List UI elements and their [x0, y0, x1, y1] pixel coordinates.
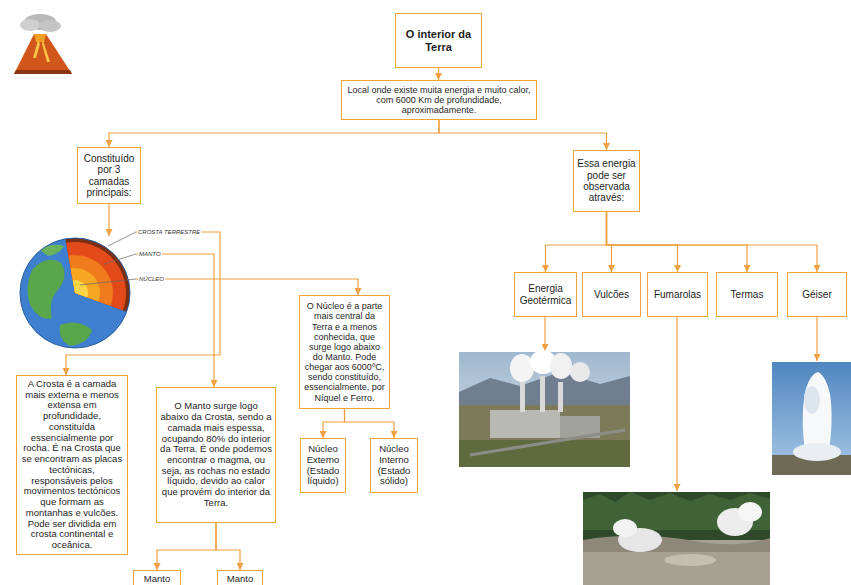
- earth-globe-part-part: [19, 237, 131, 349]
- photo-arrows-part: [544, 317, 545, 351]
- fumarole-photo-part: [583, 535, 770, 552]
- box-text: Local onde existe muita energia e muito …: [345, 85, 533, 115]
- energy-type-box: Vulcões: [582, 272, 641, 317]
- earth-globe-part: [60, 322, 92, 346]
- fumarole-photo-part: [613, 519, 637, 537]
- energy-type-box: Fumarolas: [647, 272, 708, 317]
- box-text: Constituído por 3 camadas principais:: [81, 153, 137, 198]
- geothermal-photo-part: [558, 382, 563, 412]
- geyser-photo-part: [793, 443, 841, 461]
- outer-core-box: Núcleo Externo (Estado líquido): [300, 438, 346, 493]
- earth-globe: [19, 237, 131, 349]
- volcano-icon-part: [39, 20, 61, 32]
- earth-globe-part: [20, 238, 130, 348]
- connector-arrow: [607, 212, 748, 272]
- volcano-icon-part: [33, 40, 40, 58]
- layer-label: MANTO: [138, 250, 162, 258]
- box-text: Energia Geotérmica: [518, 283, 573, 306]
- box-text: Manto: [137, 574, 177, 585]
- earth-globe-part: [40, 245, 64, 256]
- description-box: Local onde existe muita energia e muito …: [341, 80, 537, 120]
- box-text: Manto: [221, 574, 259, 585]
- fumarole-photo: [583, 492, 770, 585]
- geyser-photo-part: [804, 386, 820, 414]
- leader-lines-part: [104, 254, 136, 264]
- volcano-icon-part: [34, 34, 46, 42]
- earth-globe-part-part: [24, 242, 126, 344]
- connector-arrow: [607, 212, 678, 272]
- geothermal-photo-part: [550, 353, 572, 379]
- geyser-photo: [772, 362, 851, 475]
- box-text: O Núcleo é a parte mais central da Terra…: [303, 301, 386, 403]
- box-text: Essa energia pode ser observada através:: [577, 158, 636, 203]
- photo-arrows-part: [676, 317, 677, 491]
- geothermal-photo-part: [470, 430, 625, 455]
- geothermal-photo-part: [520, 380, 525, 412]
- box-text: Vulcões: [586, 289, 637, 300]
- earth-globe-part-part: [62, 280, 88, 306]
- volcano-icon-part: [42, 40, 50, 62]
- connector-arrow: [607, 212, 818, 272]
- volcano-icon-part: [14, 34, 72, 74]
- leader-lines-part: [136, 279, 358, 295]
- connector-arrow: [345, 409, 395, 438]
- earth-globe-part: [27, 260, 64, 319]
- leader-lines-part: [108, 232, 136, 246]
- leader-lines-part: [136, 254, 214, 387]
- connector-arrow: [439, 120, 607, 150]
- volcano-icon-part: [14, 70, 72, 74]
- layers-box: Constituído por 3 camadas principais:: [77, 147, 141, 204]
- earth-globe-part: [20, 238, 130, 348]
- core-box: O Núcleo é a parte mais central da Terra…: [299, 295, 390, 409]
- fumarole-photo-part: [583, 492, 770, 585]
- box-text: Núcleo Interno (Estado sólido): [374, 444, 414, 487]
- geothermal-photo-part: [510, 354, 534, 382]
- box-text: A Crosta é a camada mais externa e menos…: [20, 379, 124, 551]
- earth-globe-part: [19, 237, 131, 349]
- layer-label: NÚCLEO: [138, 275, 165, 283]
- box-text: O Manto surge logo abaixo da Crosta, sen…: [160, 401, 272, 508]
- energy-type-box: Energia Geotérmica: [514, 272, 577, 317]
- box-text: Termas: [720, 289, 774, 300]
- inner-core-box: Núcleo Interno (Estado sólido): [370, 438, 418, 493]
- box-text: Fumarolas: [651, 289, 704, 300]
- geyser-photo-part: [772, 362, 851, 475]
- title-box: O interior da Terra: [395, 13, 482, 68]
- geothermal-photo-part: [570, 362, 590, 382]
- connector-arrow: [109, 120, 439, 147]
- globe-arrow: [108, 204, 109, 236]
- volcano-icon: [14, 14, 72, 74]
- mantle-part-box: Manto: [133, 570, 181, 585]
- connector-arrow: [546, 212, 607, 272]
- box-text: Núcleo Externo (Estado líquido): [304, 444, 342, 487]
- mantle-part-box: Manto: [217, 570, 263, 585]
- box-text: Géiser: [791, 289, 843, 300]
- mantle-box: O Manto surge logo abaixo da Crosta, sen…: [156, 387, 276, 523]
- connector-arrow: [216, 523, 240, 570]
- crust-box: A Crosta é a camada mais externa e menos…: [16, 375, 128, 555]
- earth-globe-part-part: [50, 268, 100, 318]
- layer-label: CROSTA TERRESTRE: [137, 228, 201, 236]
- box-text: O interior da Terra: [399, 28, 478, 53]
- connector-arrow: [157, 523, 216, 570]
- geothermal-photo-part: [490, 410, 560, 438]
- connector-arrow: [438, 68, 439, 80]
- photo-arrows-part: [816, 317, 817, 361]
- fumarole-photo-part: [664, 554, 716, 566]
- energy-type-box: Termas: [716, 272, 778, 317]
- geothermal-photo: [459, 350, 630, 467]
- volcano-icon-part: [20, 19, 40, 31]
- energy-box: Essa energia pode ser observada através:: [573, 150, 640, 212]
- energy-type-box: Géiser: [787, 272, 847, 317]
- connector-arrow: [323, 409, 345, 438]
- geothermal-photo-part: [459, 405, 630, 467]
- geothermal-photo-part: [540, 376, 545, 412]
- leader-lines-part: [80, 279, 136, 285]
- connector-arrow: [607, 212, 612, 272]
- fumarole-photo-part: [738, 502, 762, 522]
- earth-globe-part-part: [37, 255, 113, 331]
